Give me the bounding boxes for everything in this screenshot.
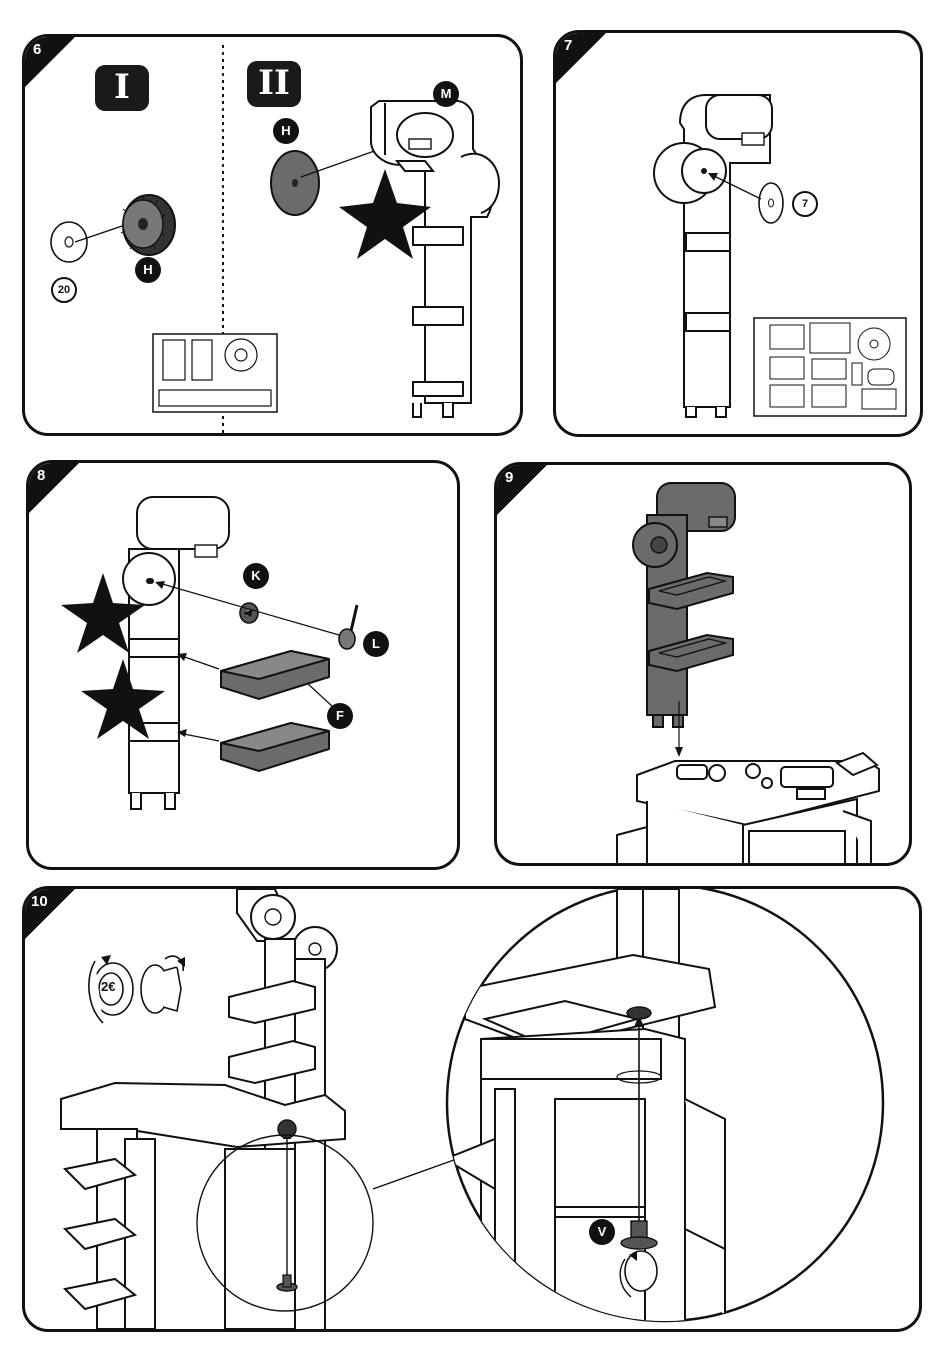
stage-ii-badge: II (247, 61, 301, 107)
quantity-20-label: 20 (51, 277, 77, 303)
step-9-panel: 9 (494, 462, 912, 866)
part-v-label: V (589, 1219, 615, 1245)
step-6-number: 6 (33, 41, 41, 58)
step-7-panel: 7 7 (553, 30, 923, 437)
step-6-tag (22, 34, 78, 90)
step-6-panel: 6 I II H 20 H M (22, 34, 523, 436)
part-l-label: L (363, 631, 389, 657)
part-h-label-right: H (273, 118, 299, 144)
step-10-panel: 10 2€ V (22, 886, 922, 1332)
step-7-tag (553, 30, 609, 86)
step-10-number: 10 (31, 893, 48, 910)
step-8-illustration (29, 463, 457, 867)
part-f-label: F (327, 703, 353, 729)
step-9-illustration (497, 465, 909, 863)
part-m-label: M (433, 81, 459, 107)
stage-i-badge: I (95, 65, 149, 111)
step-9-number: 9 (505, 469, 513, 486)
step-7-number: 7 (564, 37, 572, 54)
step-8-number: 8 (37, 467, 45, 484)
step-10-illustration (25, 889, 919, 1329)
step-7-illustration (556, 33, 920, 434)
quantity-7-label: 7 (792, 191, 818, 217)
step-9-tag (494, 462, 550, 518)
step-8-tag (26, 460, 82, 516)
part-k-label: K (243, 563, 269, 589)
part-h-label-left: H (135, 257, 161, 283)
step-8-panel: 8 K L F (26, 460, 460, 870)
coin-label: 2€ (101, 979, 115, 994)
